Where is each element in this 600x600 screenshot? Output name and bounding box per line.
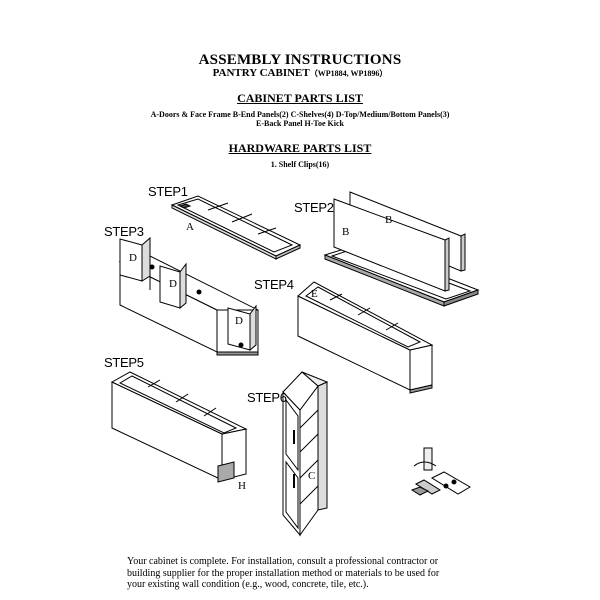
step4-back-panel-drawing [297, 281, 434, 394]
step1-face-frame-drawing [170, 195, 302, 260]
part-label-d-middle: D [169, 278, 177, 290]
part-label-a: A [186, 221, 194, 233]
step6-label: STEP6 [247, 390, 287, 405]
part-label-b-back: B [385, 214, 393, 226]
part-label-c: C [308, 470, 316, 482]
completion-note: Your cabinet is complete. For installati… [127, 556, 487, 591]
document-subtitle: PANTRY CABINET（WP1884, WP1896） [0, 67, 600, 79]
step5-toe-kick-drawing [110, 371, 248, 483]
step3-label: STEP3 [104, 224, 144, 239]
shelf-clip-detail-drawing [410, 447, 471, 496]
step1-label: STEP1 [148, 184, 188, 199]
completion-note-line-3: your existing wall condition (e.g., wood… [127, 579, 369, 590]
cabinet-parts-line-2: E-Back Panel H-Toe Kick [256, 119, 344, 128]
step3-panels-drawing [118, 236, 259, 356]
part-label-d-bottom: D [235, 315, 243, 327]
step6-pantry-cabinet-drawing [282, 371, 329, 537]
model-numbers: （WP1884, WP1896） [309, 69, 388, 78]
part-label-h: H [238, 480, 246, 492]
product-name: PANTRY CABINET [212, 67, 310, 79]
part-label-b-front: B [342, 226, 350, 238]
hardware-parts-heading: HARDWARE PARTS LIST [228, 141, 372, 155]
step2-label: STEP2 [294, 200, 334, 215]
completion-note-line-2: building supplier for the proper install… [127, 567, 440, 579]
cabinet-parts-line-1: A-Doors & Face Frame B-End Panels(2) C-S… [150, 110, 450, 119]
document-title: ASSEMBLY INSTRUCTIONS [198, 52, 402, 68]
step2-end-panels-drawing [323, 191, 480, 307]
cabinet-parts-heading: CABINET PARTS LIST [237, 91, 363, 105]
step4-label: STEP4 [254, 277, 294, 292]
part-label-d-top: D [129, 252, 137, 264]
hardware-parts-line-1: 1. Shelf Clips(16) [270, 160, 330, 169]
completion-note-line-1: Your cabinet is complete. For installati… [127, 556, 439, 567]
step5-label: STEP5 [104, 355, 144, 370]
part-label-e: E [311, 288, 318, 300]
